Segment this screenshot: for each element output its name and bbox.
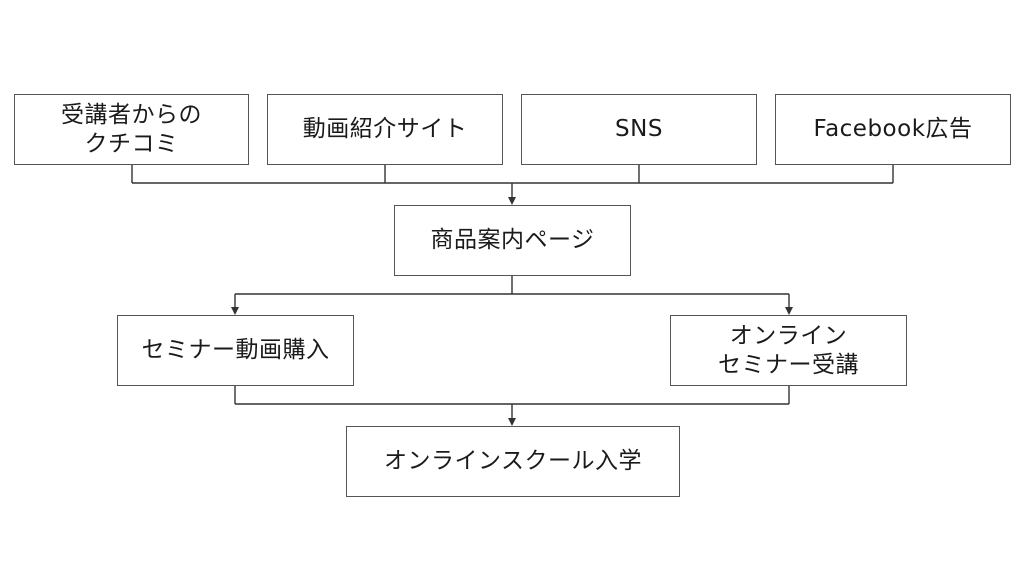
- node-facebook-ad-label: Facebook広告: [813, 116, 973, 143]
- node-sns: SNS: [521, 94, 757, 165]
- node-product-page: 商品案内ページ: [394, 205, 631, 276]
- node-kuchikomi-label: 受講者からの クチコミ: [61, 101, 202, 157]
- node-seminar-video-purchase: セミナー動画購入: [117, 315, 354, 386]
- connector-product-to-options: [231, 276, 793, 315]
- node-facebook-ad: Facebook広告: [775, 94, 1011, 165]
- node-online-school: オンラインスクール入学: [346, 426, 680, 497]
- connector-options-to-school: [234, 386, 790, 426]
- node-video-site: 動画紹介サイト: [267, 94, 503, 165]
- node-video-site-label: 動画紹介サイト: [302, 116, 468, 143]
- node-sns-label: SNS: [615, 116, 663, 143]
- node-product-page-label: 商品案内ページ: [430, 227, 595, 254]
- node-online-school-label: オンラインスクール入学: [383, 448, 643, 475]
- node-seminar-video-purchase-label: セミナー動画購入: [141, 337, 330, 364]
- node-online-seminar: オンライン セミナー受講: [670, 315, 907, 386]
- connector-sources-to-product: [131, 165, 894, 205]
- node-kuchikomi: 受講者からの クチコミ: [14, 94, 249, 165]
- node-online-seminar-label: オンライン セミナー受講: [718, 322, 859, 378]
